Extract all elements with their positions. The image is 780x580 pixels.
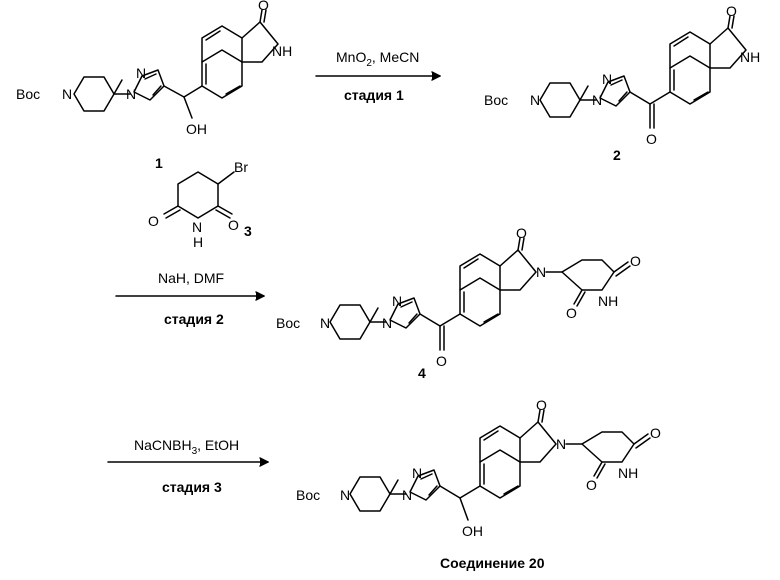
compound-1-pyrazole-n2: N [136,65,146,81]
compound-4-label: 4 [418,365,426,381]
compound-3-o-left: O [148,213,159,229]
compound-3-structure [164,172,234,218]
compound-2-ketone-o: O [646,131,657,147]
compound-1-nh: NH [272,43,292,59]
compound-3-br: Br [234,159,248,175]
compound-1-structure [74,10,278,118]
compound-3-o-right: O [228,217,239,233]
compound-1-ring-n: N [62,86,72,102]
compound-3-n: N [192,219,202,235]
compound-4-glut-o1: O [630,253,641,269]
compound-2-ring-n: N [530,92,540,108]
compound-4-carbonyl-o: O [516,225,527,241]
compound-4-lactam-n: N [536,264,546,280]
compound-4-boc: Boc [276,315,300,331]
compound-4-structure [330,238,630,350]
arrow-step-3 [108,458,268,466]
compound-4-ketone-o: O [436,353,447,369]
compound-4-ring-n: N [320,315,330,331]
compound-2-boc: Boc [484,92,508,108]
compound-20-carbonyl-o: O [536,397,547,413]
step-1-reagents: MnO2, MeCN [336,49,419,69]
compound-20-glut-o2: O [586,477,597,493]
compound-2-structure [540,16,746,128]
compound-20-hydroxyl: OH [462,523,483,539]
step-2-label: стадия 2 [164,311,224,327]
step-3-label: стадия 3 [162,479,222,495]
compound-2-carbonyl-o: O [726,3,737,19]
compound-20-structure [350,410,650,520]
arrow-step-2 [116,292,264,300]
compound-20-ring-n: N [340,487,350,503]
compound-20-pyrazole-n1: N [402,487,412,503]
compound-1-label: 1 [155,155,163,171]
step-3-reagents: NaCNBH3, EtOH [134,437,239,457]
compound-20-pyrazole-n2: N [412,465,422,481]
compound-2-pyrazole-n2: N [602,71,612,87]
compound-20-boc: Boc [296,487,320,503]
compound-3-label: 3 [244,223,252,239]
compound-20-label: Соединение 20 [440,555,545,571]
step-1-label: стадия 1 [344,87,404,103]
compound-2-label: 2 [613,147,621,163]
compound-4-pyrazole-n1: N [382,315,392,331]
compound-20-lactam-n: N [556,436,566,452]
compound-4-glut-o2: O [566,305,577,321]
step-2-reagents: NaH, DMF [158,270,224,286]
compound-3-h: H [193,234,203,250]
compound-2-nh: NH [740,49,760,65]
compound-1-carbonyl-o: O [258,0,269,13]
compound-4-glut-nh: NH [598,293,618,309]
compound-1-pyrazole-n1: N [126,86,136,102]
compound-20-glut-nh: NH [618,465,638,481]
compound-2-pyrazole-n1: N [592,92,602,108]
arrow-step-1 [316,72,440,80]
compound-4-pyrazole-n2: N [392,293,402,309]
compound-1-boc: Boc [16,86,40,102]
compound-1-hydroxyl: OH [186,121,207,137]
compound-20-glut-o1: O [650,425,661,441]
